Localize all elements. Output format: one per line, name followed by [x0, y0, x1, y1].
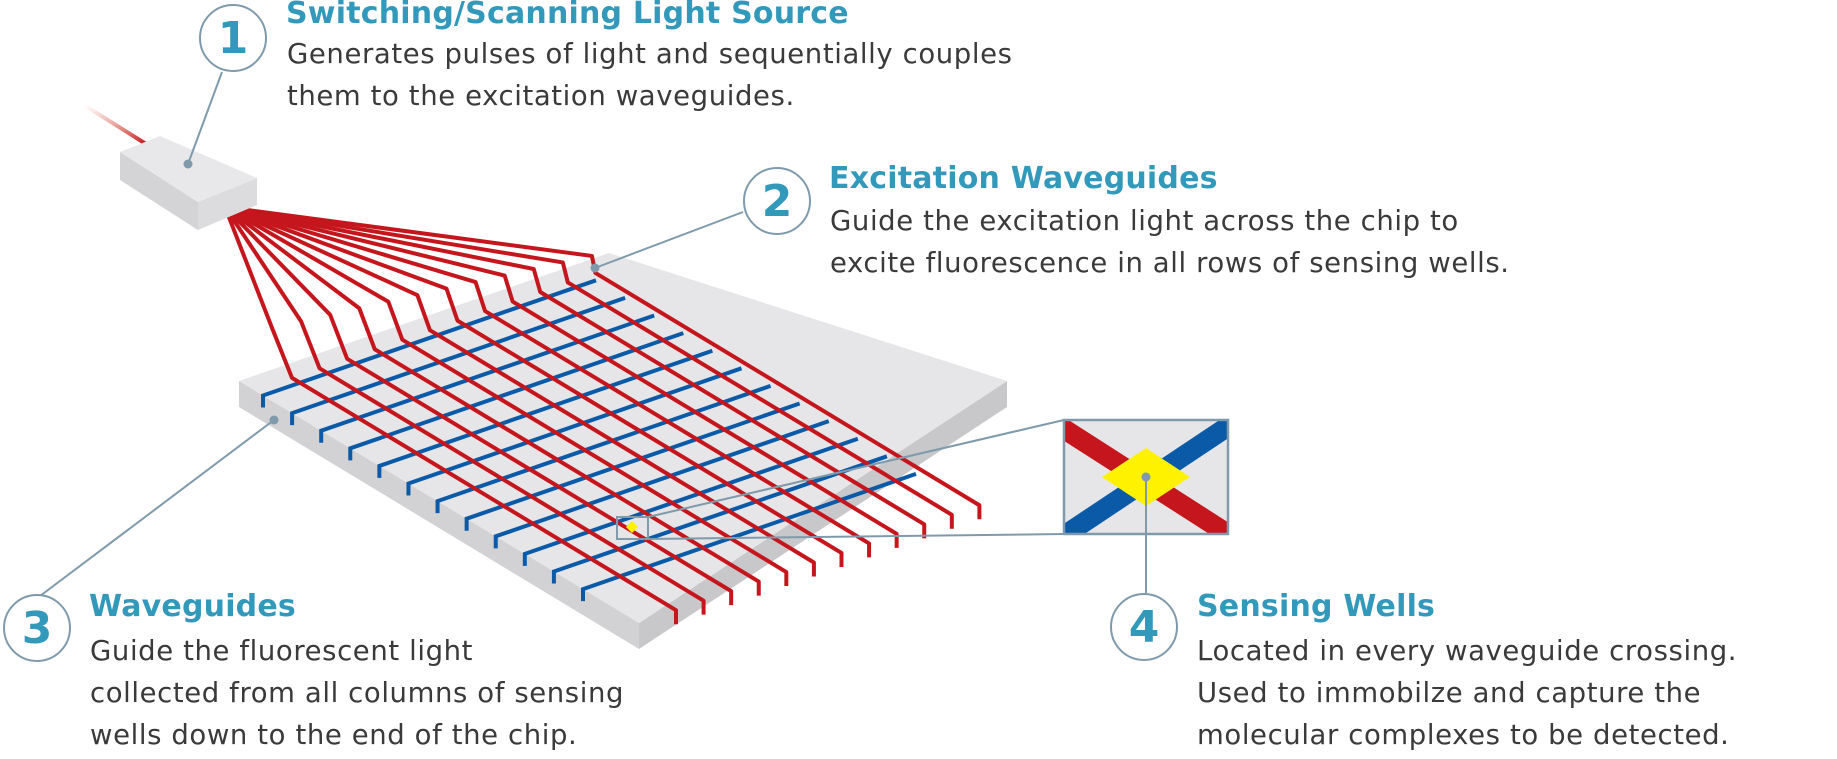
light-source — [120, 136, 257, 230]
excitation-waveguide — [224, 205, 816, 577]
collection-waveguide — [464, 401, 801, 531]
collection-waveguide — [377, 348, 714, 478]
collection-waveguide — [581, 472, 917, 602]
callout-1-leader — [187, 71, 223, 165]
inset-leader-top — [647, 419, 1065, 518]
excitation-waveguide — [224, 205, 872, 558]
callout-4-number: 4 — [1110, 593, 1178, 661]
excitation-waveguide — [224, 205, 927, 539]
sensing-well-highlight-box — [616, 516, 649, 540]
callout-3-number: 3 — [3, 594, 71, 662]
callout-4-line: molecular complexes to be detected. — [1197, 719, 1730, 751]
excitation-waveguide — [224, 205, 899, 548]
callout-1-dot — [183, 159, 193, 169]
excitation-waveguide — [223, 205, 789, 587]
callout-1-line: Generates pulses of light and sequential… — [287, 38, 1013, 70]
collection-waveguides — [261, 278, 917, 602]
sensing-well-small — [626, 521, 638, 533]
collection-waveguide — [261, 278, 597, 408]
light-source-front-right — [198, 178, 257, 230]
callout-3-dot — [269, 415, 279, 425]
light-source-top — [120, 136, 257, 202]
excitation-waveguide — [223, 205, 761, 596]
callout-2-line: excite fluorescence in all rows of sensi… — [830, 247, 1510, 279]
collection-waveguide — [290, 296, 626, 426]
excitation-waveguide — [223, 205, 706, 615]
excitation-waveguides — [223, 205, 982, 625]
callout-3-title: Waveguides — [89, 589, 296, 624]
callout-4-line: Located in every waveguide crossing. — [1197, 635, 1738, 667]
collection-waveguide — [406, 366, 743, 496]
callout-2-dot — [590, 263, 600, 273]
callout-3-leader — [39, 419, 275, 597]
collection-waveguide — [348, 331, 684, 461]
collection-waveguide — [522, 436, 859, 566]
callout-4-dot — [1141, 472, 1151, 482]
callout-3-line: Guide the fluorescent light — [90, 635, 474, 667]
collection-waveguide — [319, 313, 655, 443]
input-light-beam — [82, 103, 148, 146]
collection-waveguide — [435, 384, 772, 514]
callout-2-leader — [594, 211, 744, 269]
callout-1-number: 1 — [199, 4, 267, 72]
excitation-waveguide — [224, 205, 844, 567]
chip-left-side — [239, 381, 639, 649]
callout-3-line: collected from all columns of sensing — [90, 677, 625, 709]
callout-3-line: wells down to the end of the chip. — [90, 719, 578, 751]
excitation-waveguide — [223, 205, 734, 606]
excitation-waveguide — [223, 206, 678, 625]
inset-leader-bottom — [647, 533, 1065, 540]
collection-waveguide — [493, 419, 830, 549]
excitation-waveguide — [224, 205, 982, 520]
callout-1-line: them to the excitation waveguides. — [287, 80, 795, 112]
callout-2-line: Guide the excitation light across the ch… — [830, 205, 1459, 237]
callout-1-title: Switching/Scanning Light Source — [286, 0, 849, 31]
collection-waveguide — [551, 454, 888, 584]
light-source-front-left — [120, 152, 198, 230]
callout-2-title: Excitation Waveguides — [829, 161, 1218, 196]
callout-2-number: 2 — [743, 167, 811, 235]
callout-4-line: Used to immobilze and capture the — [1197, 677, 1702, 709]
callout-4-title: Sensing Wells — [1197, 589, 1436, 624]
excitation-waveguide — [224, 205, 954, 529]
